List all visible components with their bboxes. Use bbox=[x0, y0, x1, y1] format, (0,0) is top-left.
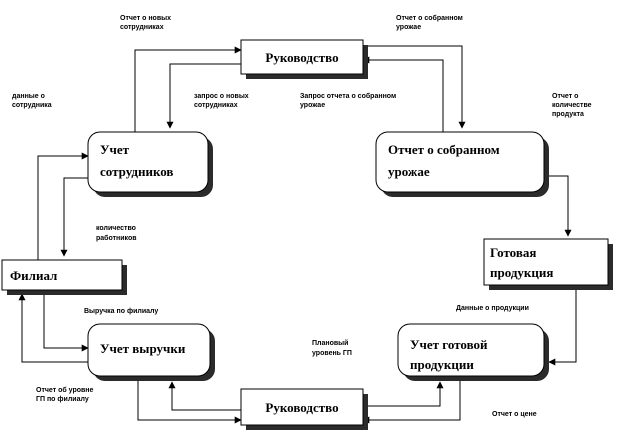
label-harvest-request-2: урожае bbox=[300, 102, 325, 109]
node-revenue-accounting-label: Учет выручки bbox=[100, 341, 186, 356]
edge-staff-to-branch bbox=[60, 177, 88, 257]
label-branch-fp-2: ГП по филиалу bbox=[36, 396, 89, 403]
node-revenue-accounting: Учет выручки bbox=[87, 323, 215, 381]
label-new-staff-report-1: Отчет о новых bbox=[120, 15, 171, 22]
edge-management-to-fp bbox=[363, 381, 444, 407]
label-new-staff-report-2: сотрудниках bbox=[120, 24, 164, 31]
node-staff-accounting: Учет сотрудников bbox=[87, 131, 213, 197]
node-fp-accounting-line1: Учет готовой bbox=[410, 337, 488, 352]
label-harvest-report-2: урожае bbox=[396, 24, 421, 31]
node-management-bottom-label: Руководство bbox=[265, 400, 338, 415]
label-new-staff-request-2: сотрудниках bbox=[194, 102, 238, 109]
label-price-report: Отчет о цене bbox=[492, 411, 537, 418]
label-branch-revenue: Выручка по филиалу bbox=[84, 308, 158, 315]
label-staff-data-1: данные о bbox=[12, 93, 45, 100]
edge-labels: Отчет о новых сотрудниках Отчет о собран… bbox=[12, 14, 592, 418]
node-finished-products-line2: продукция bbox=[490, 265, 553, 280]
label-planned-level-1: Плановый bbox=[312, 339, 348, 347]
node-finished-products-line1: Готовая bbox=[490, 245, 536, 260]
connectors bbox=[18, 45, 577, 424]
label-planned-level-2: уровень ГП bbox=[312, 350, 352, 357]
edge-management-to-revenue bbox=[168, 381, 241, 411]
edge-staff-to-management bbox=[134, 46, 242, 132]
node-harvest-report: Отчет о собранном урожае bbox=[375, 131, 549, 197]
node-management-bottom: Руководство bbox=[240, 388, 368, 430]
node-fp-accounting: Учет готовой продукции bbox=[397, 323, 549, 381]
label-new-staff-request-1: запрос о новых bbox=[194, 93, 249, 100]
edge-branch-to-revenue bbox=[43, 290, 89, 352]
node-harvest-report-line2: урожае bbox=[388, 164, 430, 179]
node-branch: Филиал bbox=[1, 259, 127, 295]
edge-management-to-staff bbox=[166, 63, 241, 129]
node-finished-products: Готовая продукция bbox=[483, 238, 613, 290]
edge-revenue-to-branch bbox=[18, 293, 88, 363]
label-product-data: Данные о продукции bbox=[456, 305, 529, 312]
label-product-qty-1: Отчет о bbox=[552, 93, 578, 100]
edge-harvest-to-management bbox=[362, 56, 444, 132]
node-staff-accounting-line1: Учет bbox=[100, 142, 130, 157]
edge-branch-to-staff bbox=[37, 152, 89, 262]
edge-management-to-harvest bbox=[363, 45, 466, 129]
node-fp-accounting-line2: продукции bbox=[410, 357, 474, 372]
label-staff-data-2: сотрудника bbox=[12, 102, 52, 109]
node-management-top: Руководство bbox=[240, 39, 368, 79]
label-harvest-report-1: Отчет о собранном bbox=[396, 14, 463, 22]
label-workers-count-2: работников bbox=[96, 234, 137, 242]
node-management-top-label: Руководство bbox=[265, 50, 338, 65]
node-harvest-report-line1: Отчет о собранном bbox=[388, 142, 500, 157]
edge-harvest-to-products bbox=[549, 175, 572, 237]
label-product-qty-2: количестве bbox=[552, 102, 592, 109]
node-branch-label: Филиал bbox=[10, 268, 57, 283]
label-harvest-request-1: Запрос отчета о собранном bbox=[300, 92, 396, 100]
edge-fp-to-management bbox=[362, 378, 461, 424]
edge-products-to-fp bbox=[548, 284, 577, 366]
label-branch-fp-1: Отчет об уровне bbox=[36, 386, 94, 394]
node-staff-accounting-line2: сотрудников bbox=[100, 164, 173, 179]
label-workers-count-1: количество bbox=[96, 225, 136, 232]
edge-revenue-to-management bbox=[137, 378, 242, 424]
label-product-qty-3: продукта bbox=[552, 111, 584, 118]
